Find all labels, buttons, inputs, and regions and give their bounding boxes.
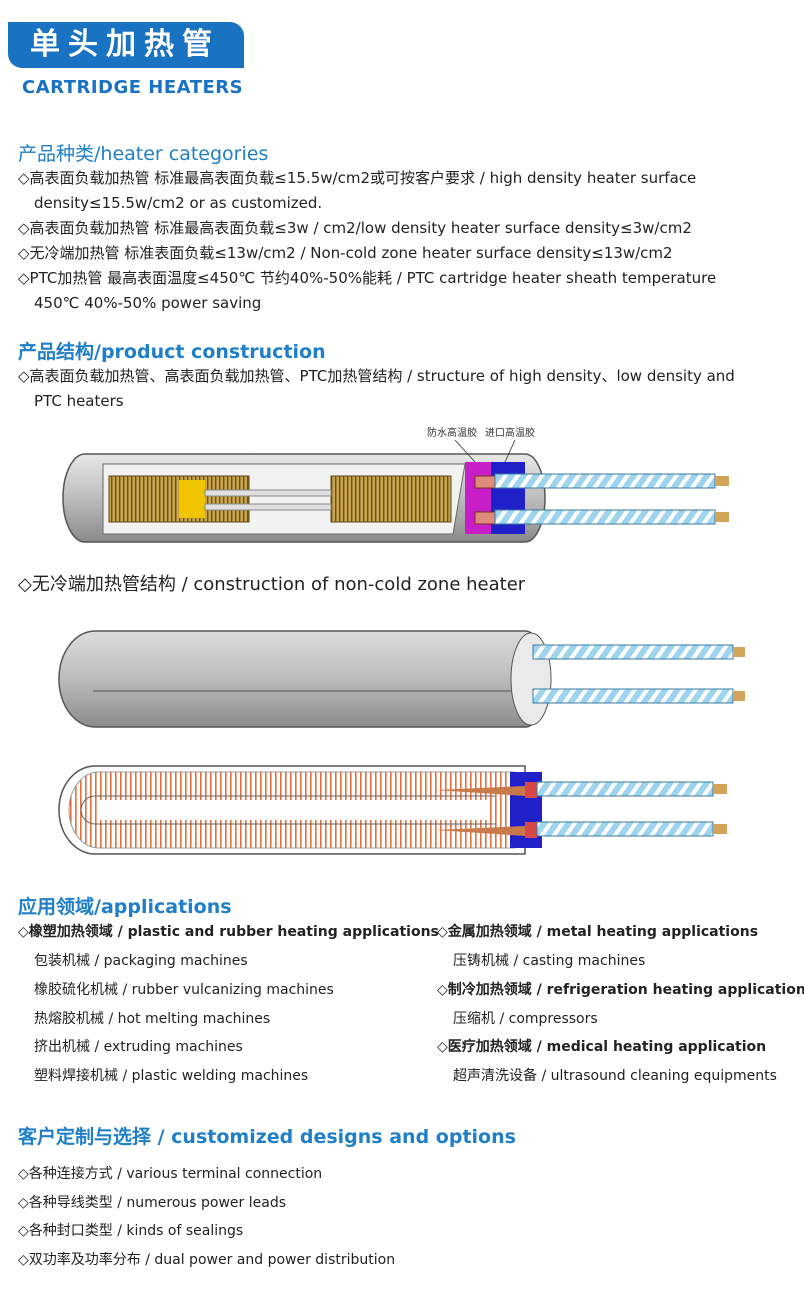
category-line-3: ◇高表面负载加热管 标准最高表面负载≤3w / cm2/low density … (18, 219, 692, 237)
app-metal-title: ◇金属加热领域 / metal heating applications (437, 924, 759, 940)
app-left-item-2: 橡胶硫化机械 / rubber vulcanizing machines (34, 982, 334, 998)
custom-item-4: ◇双功率及功率分布 / dual power and power distrib… (18, 1252, 396, 1268)
cartridge-heater-diagram: 防水高温胶 进口高温胶 (62, 426, 729, 543)
app-left-item-3: 热熔胶机械 / hot melting machines (34, 1011, 271, 1027)
custom-item-2: ◇各种导线类型 / numerous power leads (18, 1195, 286, 1211)
app-left-item-4: 挤出机械 / extruding machines (34, 1039, 243, 1055)
app-left-item-1: 包装机械 / packaging machines (34, 953, 248, 969)
app-medical-title: ◇医疗加热领域 / medical heating application (437, 1039, 767, 1055)
custom-item-1: ◇各种连接方式 / various terminal connection (18, 1166, 323, 1182)
app-left-title: ◇橡塑加热领域 / plastic and rubber heating app… (18, 924, 439, 940)
title-badge: 单头加热管 (8, 22, 244, 68)
app-refrig-title: ◇制冷加热领域 / refrigeration heating applicat… (437, 982, 804, 998)
category-line-1: ◇高表面负载加热管 标准最高表面负载≤15.5w/cm2或可按客户要求 / hi… (18, 169, 697, 187)
app-medical-item: 超声清洗设备 / ultrasound cleaning equipments (453, 1068, 777, 1084)
title-en: CARTRIDGE HEATERS (22, 77, 244, 98)
category-line-5: ◇PTC加热管 最高表面温度≤450℃ 节约40%-50%能耗 / PTC ca… (18, 269, 717, 287)
label-waterproof: 防水高温胶 (427, 426, 477, 439)
construction-line-1: ◇高表面负载加热管、高表面负载加热管、PTC加热管结构 / structure … (18, 367, 735, 385)
custom-item-3: ◇各种封口类型 / kinds of sealings (18, 1223, 244, 1239)
label-imported: 进口高温胶 (485, 426, 535, 439)
construction-heading: 产品结构/product construction (18, 341, 326, 363)
categories-heading: 产品种类/heater categories (18, 143, 269, 165)
noncold-heading: ◇无冷端加热管结构 / construction of non-cold zon… (18, 574, 526, 595)
construction-line-2: PTC heaters (34, 392, 124, 410)
title-cn: 单头加热管 (30, 27, 220, 62)
custom-heading: 客户定制与选择 / customized designs and options (18, 1126, 516, 1148)
applications-heading: 应用领域/applications (18, 896, 232, 918)
noncold-heater-cutaway-diagram (58, 765, 727, 855)
category-line-6: 450℃ 40%-50% power saving (34, 294, 262, 312)
app-left-item-5: 塑料焊接机械 / plastic welding machines (34, 1068, 309, 1084)
category-line-2: density≤15.5w/cm2 or as customized. (34, 194, 323, 212)
category-line-4: ◇无冷端加热管 标准表面负载≤13w/cm2 / Non-cold zone h… (18, 244, 673, 262)
app-metal-item: 压铸机械 / casting machines (453, 953, 646, 969)
app-refrig-item: 压缩机 / compressors (453, 1011, 598, 1027)
noncold-heater-exterior-diagram (58, 630, 745, 728)
